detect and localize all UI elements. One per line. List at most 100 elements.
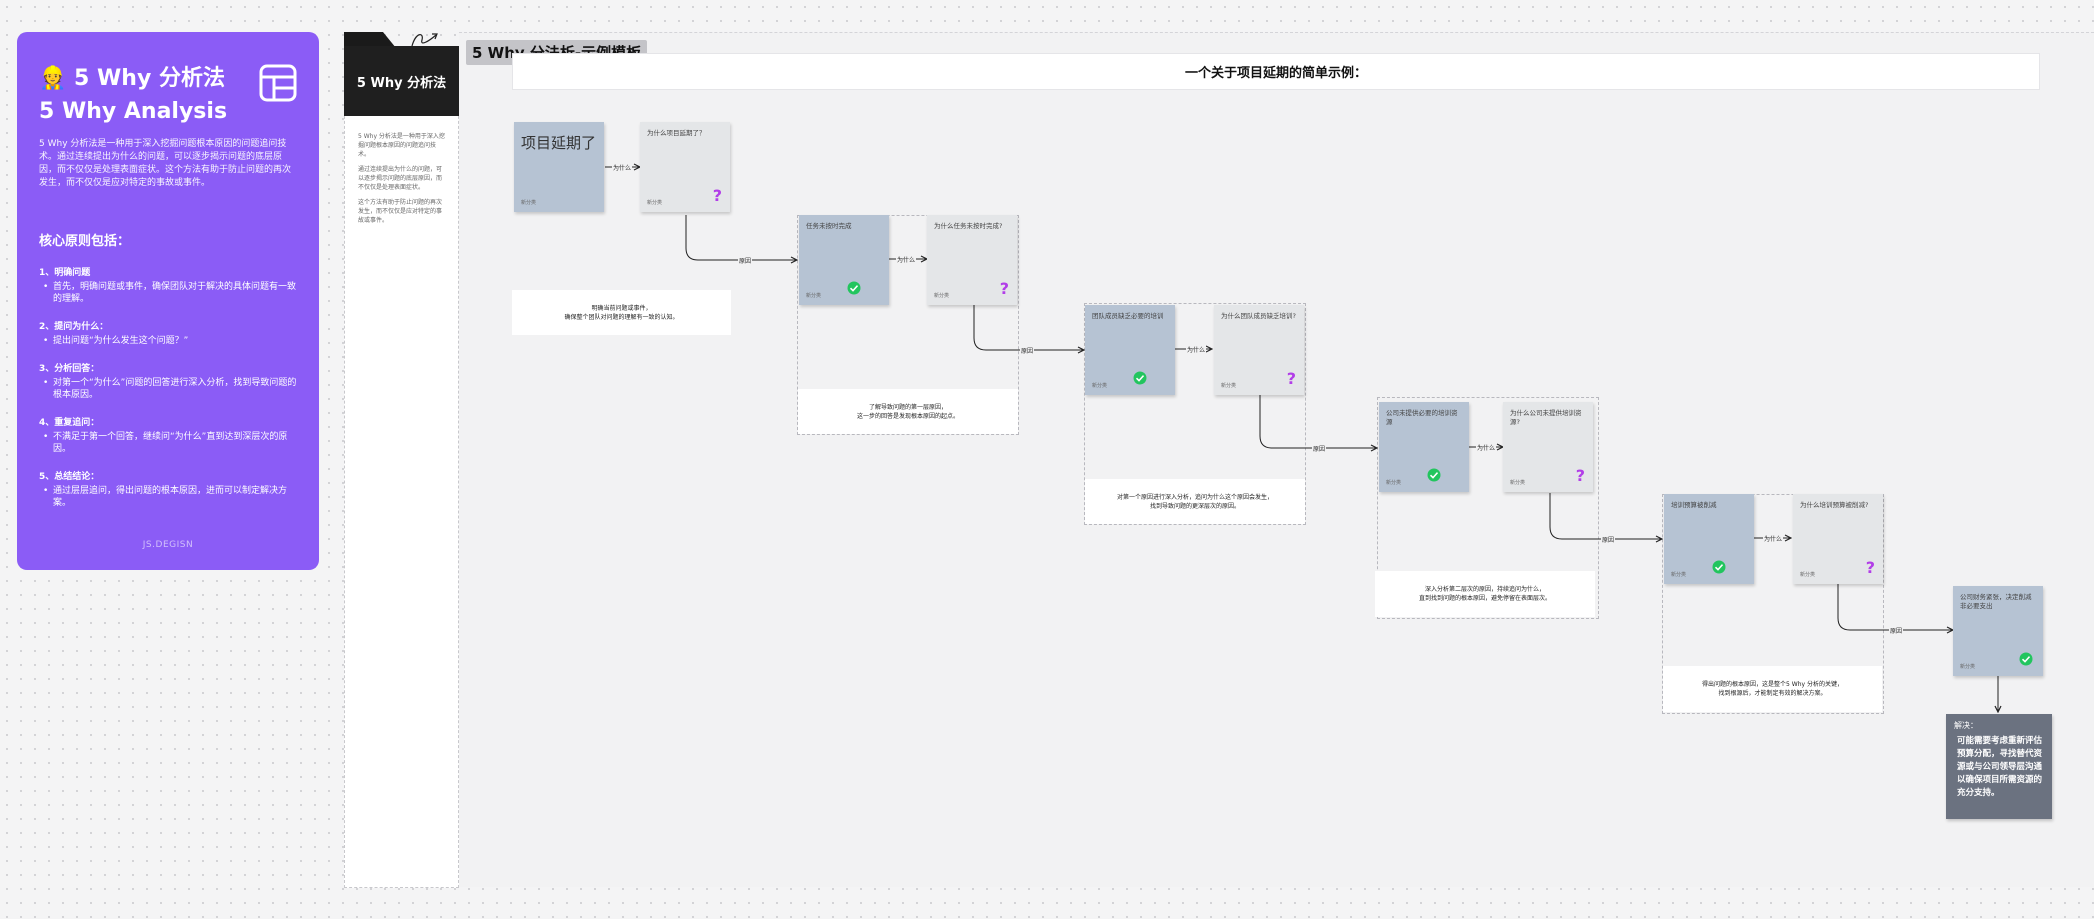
- problem-note[interactable]: 项目延期了 新分类: [514, 122, 604, 212]
- principle-title: 1、明确问题: [39, 268, 91, 278]
- intro-title: 👷 5 Why 分析法 5 Why Analysis: [39, 62, 297, 128]
- note-footer: 新分类: [934, 293, 950, 299]
- principle-title: 5、总结结论：: [39, 472, 100, 482]
- reason-label: 原因: [1889, 626, 1904, 635]
- sidebar-paragraph: 这个方法有助于防止问题的再次发生，而不仅仅是应对特定的事故或事件。: [358, 199, 443, 224]
- principle-item: 1、明确问题 首先，明确问题或事件，确保团队对于解决的具体问题有一致的理解。: [39, 267, 297, 305]
- sidebar-tab: [344, 32, 396, 48]
- principle-detail: 通过层层追问，得出问题的根本原因，进而可以制定解决方案。: [39, 485, 297, 509]
- note-text: 为什么项目延期了？: [647, 129, 706, 137]
- explanation-box: 得出问题的根本原因，这是整个5 Why 分析的关键， 找到根源后，才能制定有效的…: [1663, 666, 1882, 712]
- note-text: 为什么任务未按时完成?: [934, 222, 1003, 230]
- principle-detail: 提出问题“为什么发生这个问题？”: [39, 335, 297, 347]
- why-label: 为什么: [896, 255, 917, 264]
- sidebar-panel[interactable]: [344, 46, 459, 888]
- question-mark-icon: ?: [1286, 369, 1296, 388]
- note-footer: 新分类: [1221, 383, 1237, 389]
- explanation-box: 了解导致问题的第一层原因， 这一步的回答是发现根本原因的起点。: [798, 389, 1018, 434]
- explanation-box: 明确当前问题或事件， 确保整个团队对问题的理解有一致的认知。: [512, 290, 731, 335]
- explanation-line: 明确当前问题或事件，: [591, 304, 652, 312]
- intro-title-line1: 👷 5 Why 分析法: [39, 66, 225, 91]
- note-text: 团队成员缺乏必要的培训: [1092, 312, 1164, 320]
- note-footer: 新分类: [1510, 480, 1526, 486]
- note-footer: 新分类: [1960, 664, 1976, 670]
- intro-card: 👷 5 Why 分析法 5 Why Analysis 5 Why 分析法是一种用…: [17, 32, 319, 570]
- explanation-box: 深入分析第二层次的原因，持续追问为什么， 直到找到问题的根本原因，避免停留在表面…: [1375, 571, 1595, 617]
- note-text: 为什么公司未提供培训资源?: [1510, 409, 1582, 426]
- why-label: 为什么: [612, 163, 633, 172]
- solution-title: 解决：: [1954, 721, 1978, 730]
- note-text: 为什么团队成员缺乏培训?: [1221, 312, 1296, 320]
- sidebar-text: 5 Why 分析法是一种用于深入挖掘问题根本原因的问题追问技术。 通过连续提出为…: [358, 132, 446, 231]
- explanation-box: 对第一个原因进行深入分析，追问为什么这个原因会发生， 找到导致问题的更深层次的原…: [1085, 479, 1305, 524]
- question-mark-icon: ?: [1575, 466, 1585, 485]
- explanation-line: 直到找到问题的根本原因，避免停留在表面层次。: [1418, 595, 1551, 602]
- explanation-line: 得出问题的根本原因，这是整个5 Why 分析的关键，: [1702, 681, 1843, 688]
- principle-title: 3、分析回答：: [39, 364, 100, 374]
- example-heading: 一个关于项目延期的简单示例：: [512, 53, 2040, 90]
- why-label: 为什么: [1476, 443, 1497, 452]
- why-label: 为什么: [1186, 345, 1207, 354]
- explanation-line: 深入分析第二层次的原因，持续追问为什么，: [1424, 586, 1545, 593]
- intro-title-line2: 5 Why Analysis: [39, 99, 228, 124]
- root-cause-note[interactable]: 公司财务紧张，决定削减非必要支出 新分类: [1953, 586, 2043, 676]
- check-icon: [847, 281, 861, 295]
- answer-note[interactable]: 任务未按时完成 新分类: [799, 215, 889, 305]
- why-question-note[interactable]: 为什么团队成员缺乏培训? 新分类 ?: [1214, 305, 1304, 395]
- solution-text: 可能需要考虑重新评估预算分配，寻找替代资源或与公司领导层沟通以确保项目所需资源的…: [1957, 736, 2043, 798]
- solution-note[interactable]: 解决： 可能需要考虑重新评估预算分配，寻找替代资源或与公司领导层沟通以确保项目所…: [1946, 714, 2052, 819]
- note-footer: 新分类: [647, 200, 663, 206]
- principle-item: 4、重复追问： 不满足于第一个回答，继续问“为什么”直到达到深层次的原因。: [39, 417, 297, 455]
- why-label: 为什么: [1763, 534, 1784, 543]
- sidebar-paragraph: 通过连续提出为什么的问题，可以逐步揭示问题的底层原因，而不仅仅是处理表面症状。: [358, 166, 443, 191]
- reason-label: 原因: [1020, 346, 1035, 355]
- answer-note[interactable]: 公司未提供必要的培训资源 新分类: [1379, 402, 1469, 492]
- explanation-line: 找到根源后，才能制定有效的解决方案。: [1718, 690, 1827, 697]
- note-text: 培训预算被削减: [1671, 501, 1717, 509]
- note-text: 公司未提供必要的培训资源: [1386, 409, 1458, 426]
- principles-list: 1、明确问题 首先，明确问题或事件，确保团队对于解决的具体问题有一致的理解。 2…: [39, 267, 297, 509]
- check-icon: [1427, 468, 1441, 482]
- answer-note[interactable]: 团队成员缺乏必要的培训 新分类: [1085, 305, 1175, 395]
- why-question-note[interactable]: 为什么项目延期了？ 新分类 ?: [640, 122, 730, 212]
- why-question-note[interactable]: 为什么任务未按时完成? 新分类 ?: [927, 215, 1017, 305]
- answer-note[interactable]: 培训预算被削减 新分类: [1664, 494, 1754, 584]
- reason-label: 原因: [1601, 535, 1616, 544]
- principle-title: 2、提问为什么：: [39, 322, 109, 332]
- note-footer: 新分类: [1386, 480, 1402, 486]
- note-footer: 新分类: [1671, 572, 1687, 578]
- question-mark-icon: ?: [1865, 558, 1875, 577]
- principle-detail: 对第一个“为什么”问题的回答进行深入分析，找到导致问题的根本原因。: [39, 377, 297, 401]
- note-text: 为什么培训预算被削减?: [1800, 501, 1869, 509]
- main-canvas[interactable]: [459, 32, 2094, 887]
- note-text: 公司财务紧张，决定削减非必要支出: [1960, 593, 2032, 610]
- check-icon: [2019, 652, 2033, 666]
- arrow-curl-icon: [411, 33, 438, 47]
- principle-title: 4、重复追问：: [39, 418, 100, 428]
- why-question-note[interactable]: 为什么公司未提供培训资源? 新分类 ?: [1503, 402, 1593, 492]
- principle-detail: 首先，明确问题或事件，确保团队对于解决的具体问题有一致的理解。: [39, 281, 297, 305]
- note-footer: 新分类: [521, 200, 537, 206]
- principle-item: 3、分析回答： 对第一个“为什么”问题的回答进行深入分析，找到导致问题的根本原因…: [39, 363, 297, 401]
- sidebar-paragraph: 5 Why 分析法是一种用于深入挖掘问题根本原因的问题追问技术。: [358, 133, 445, 158]
- question-mark-icon: ?: [712, 186, 722, 205]
- reason-label: 原因: [1312, 444, 1327, 453]
- intro-description: 5 Why 分析法是一种用于深入挖掘问题根本原因的问题追问技术。通过连续提出为什…: [39, 139, 292, 188]
- note-footer: 新分类: [1800, 572, 1816, 578]
- explanation-line: 这一步的回答是发现根本原因的起点。: [856, 412, 959, 420]
- reason-label: 原因: [738, 256, 753, 265]
- note-footer: 新分类: [806, 293, 822, 299]
- note-text: 任务未按时完成: [806, 222, 852, 230]
- principle-detail: 不满足于第一个回答，继续问“为什么”直到达到深层次的原因。: [39, 431, 297, 455]
- check-icon: [1712, 560, 1726, 574]
- note-footer: 新分类: [1092, 383, 1108, 389]
- why-question-note[interactable]: 为什么培训预算被削减? 新分类 ?: [1793, 494, 1883, 584]
- principles-heading: 核心原则包括：: [39, 234, 131, 249]
- layout-icon: [259, 64, 297, 102]
- check-icon: [1133, 371, 1147, 385]
- question-mark-icon: ?: [999, 279, 1009, 298]
- principle-item: 2、提问为什么： 提出问题“为什么发生这个问题？”: [39, 321, 297, 347]
- explanation-line: 找到导致问题的更深层次的原因。: [1149, 502, 1240, 510]
- explanation-line: 对第一个原因进行深入分析，追问为什么这个原因会发生，: [1116, 493, 1273, 501]
- explanation-line: 了解导致问题的第一层原因，: [868, 403, 947, 411]
